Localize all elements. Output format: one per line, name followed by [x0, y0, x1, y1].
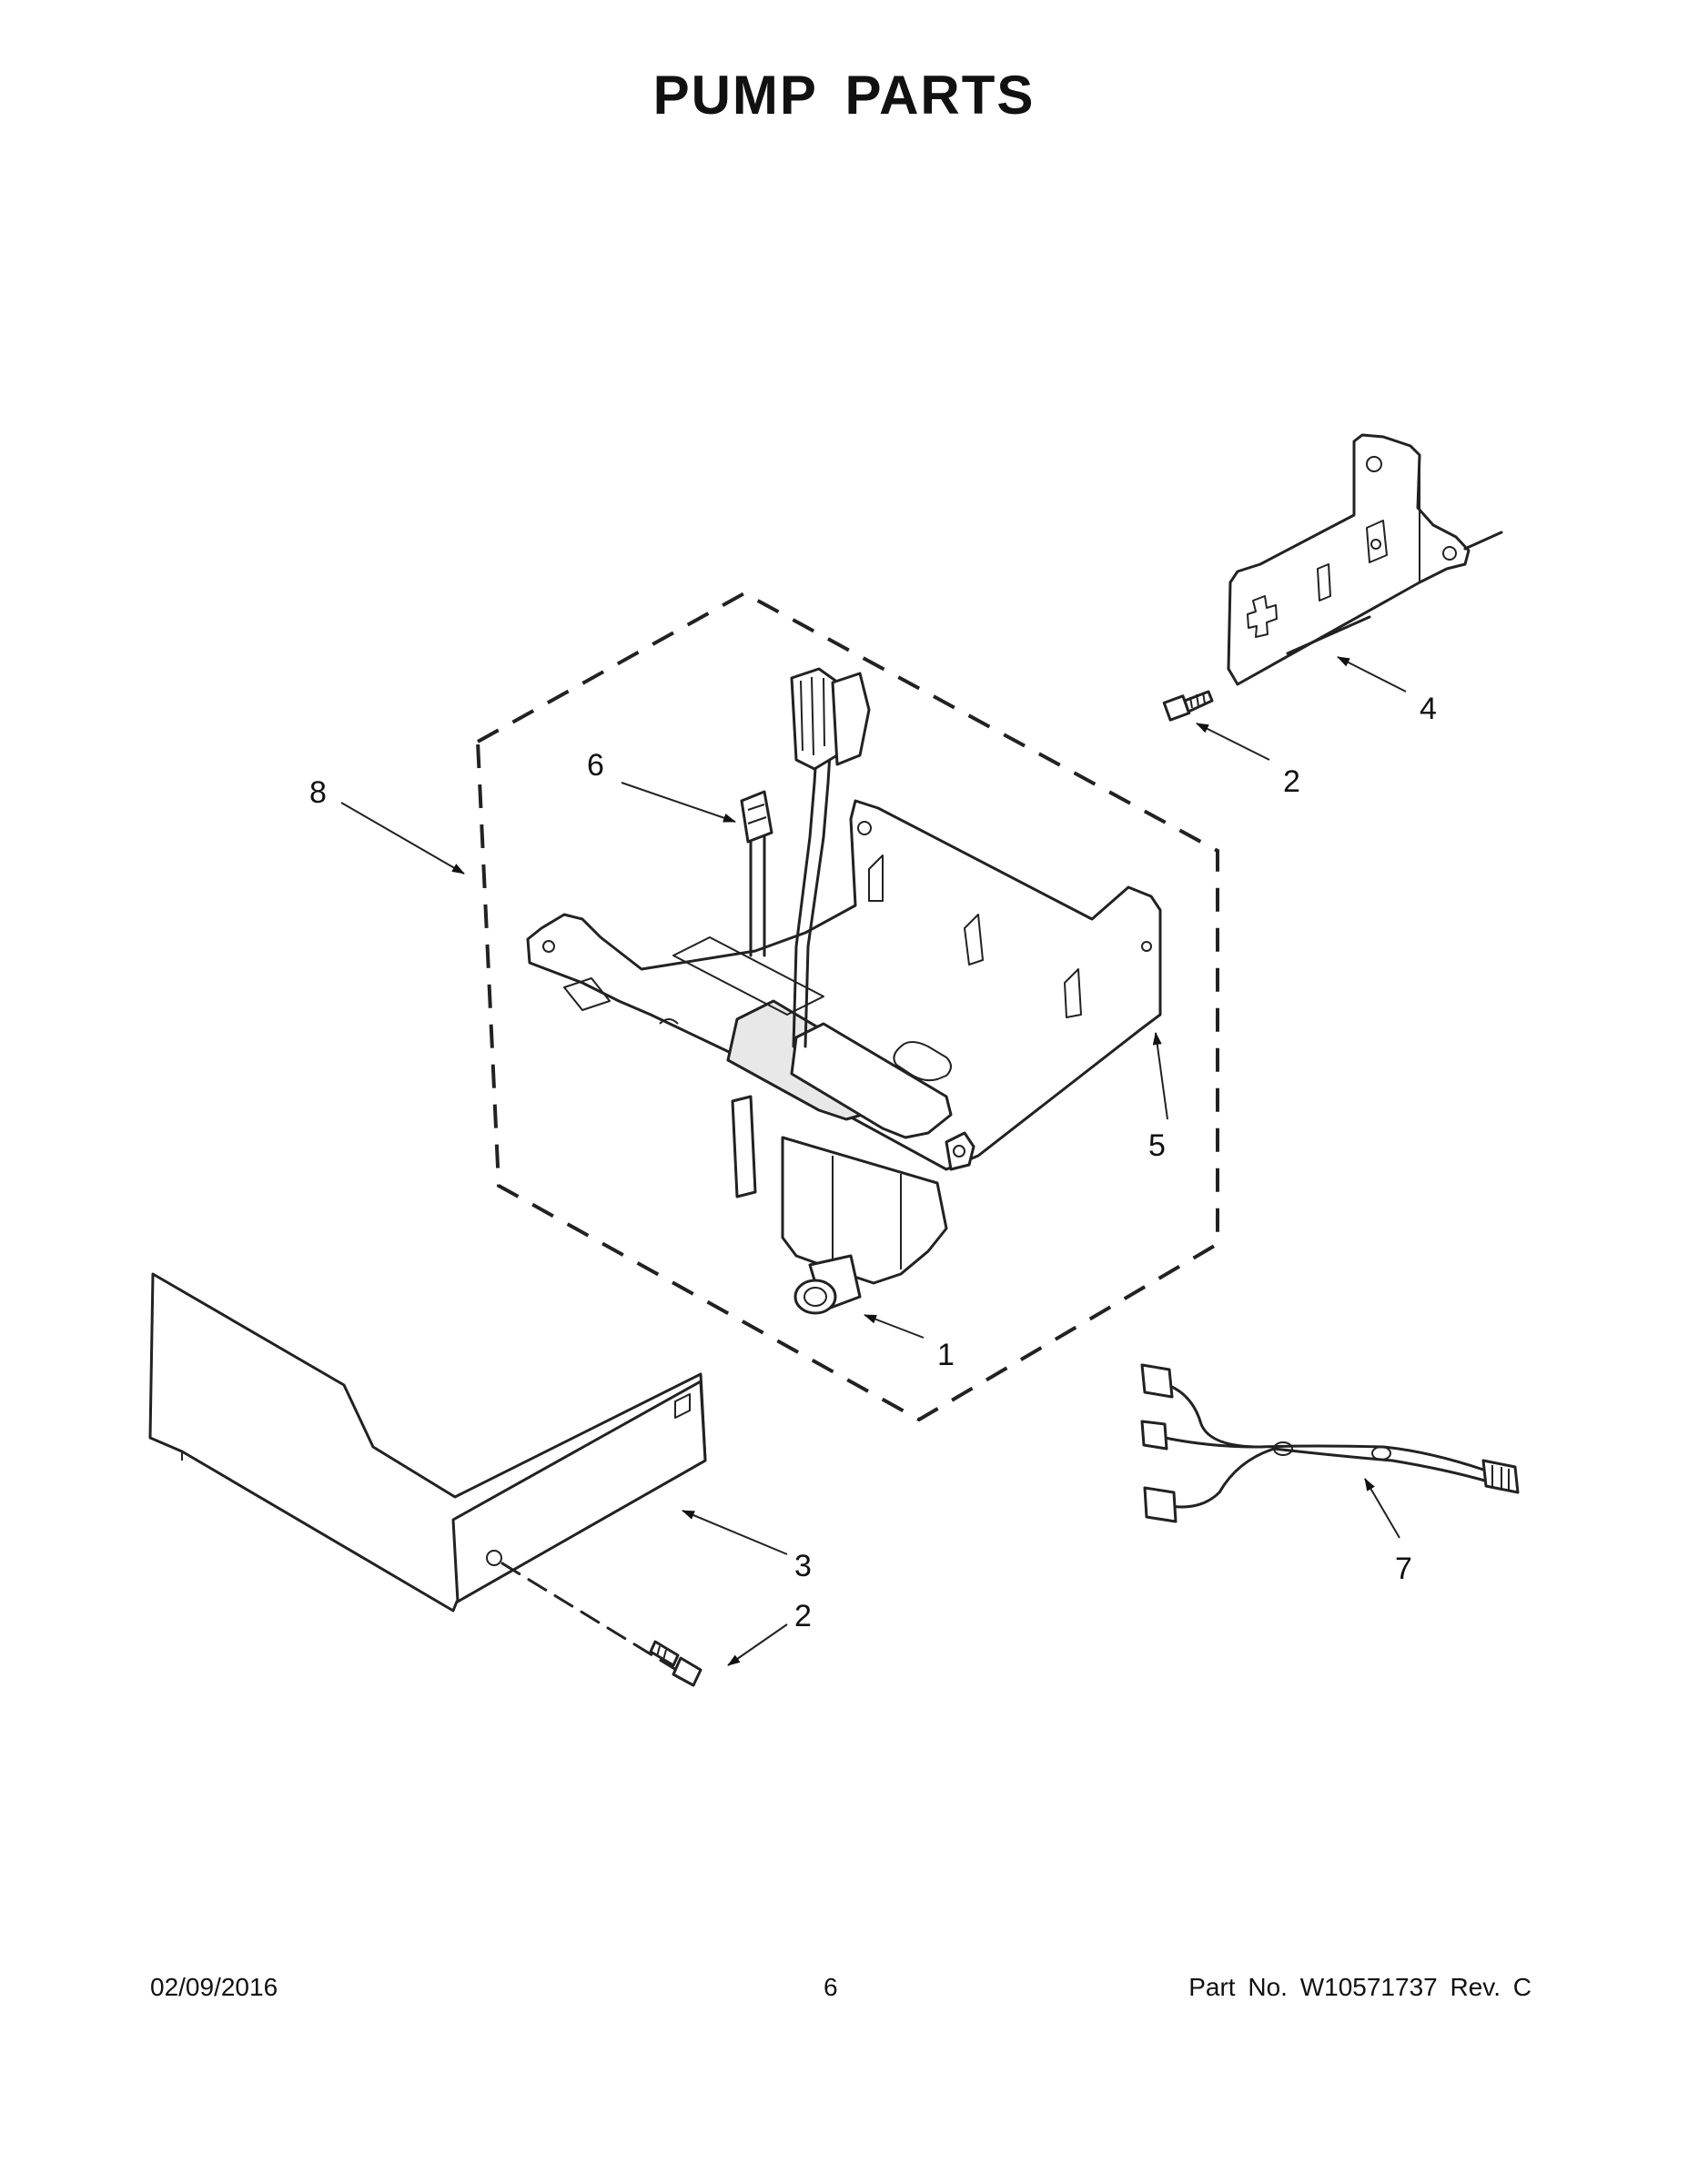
footer-date: 02/09/2016 — [150, 1973, 278, 2001]
page-title: PUMP PARTS — [652, 65, 1036, 126]
footer-page-number: 6 — [824, 1973, 838, 2001]
part-4-bracket — [1227, 433, 1503, 686]
callout-3: 3 — [794, 1549, 812, 1583]
part-7-wire-harness — [1140, 1363, 1520, 1523]
callout-5: 5 — [1148, 1128, 1166, 1163]
callout-2-upper: 2 — [1283, 764, 1300, 799]
callout-1: 1 — [937, 1338, 955, 1372]
part-5-pump-tray — [526, 799, 1162, 1198]
leader-3 — [682, 1510, 788, 1555]
callout-7: 7 — [1395, 1552, 1412, 1586]
part-2-screw-upper — [1162, 690, 1214, 722]
leader-4 — [1337, 656, 1407, 693]
part-6-wire-harness — [740, 667, 871, 1048]
callout-leaders — [340, 656, 1407, 1666]
leader-7 — [1364, 1478, 1400, 1539]
part-3-cover — [148, 1272, 707, 1613]
leader-2-lower — [727, 1623, 788, 1666]
footer-part-number: Part No. W10571737 Rev. C — [1188, 1973, 1531, 2001]
part-2-screw-lower — [500, 1562, 702, 1687]
callout-2-lower: 2 — [794, 1599, 812, 1633]
callout-6: 6 — [587, 748, 604, 783]
leader-6 — [621, 782, 736, 823]
callout-8: 8 — [309, 775, 327, 810]
callout-4: 4 — [1420, 692, 1437, 726]
leader-5 — [1152, 1032, 1168, 1120]
leader-2-upper — [1196, 723, 1270, 761]
assembly-boundary-dashed — [475, 591, 1219, 1422]
leader-1 — [864, 1314, 925, 1339]
leader-8 — [340, 802, 465, 875]
part-1-pump — [781, 1136, 948, 1315]
